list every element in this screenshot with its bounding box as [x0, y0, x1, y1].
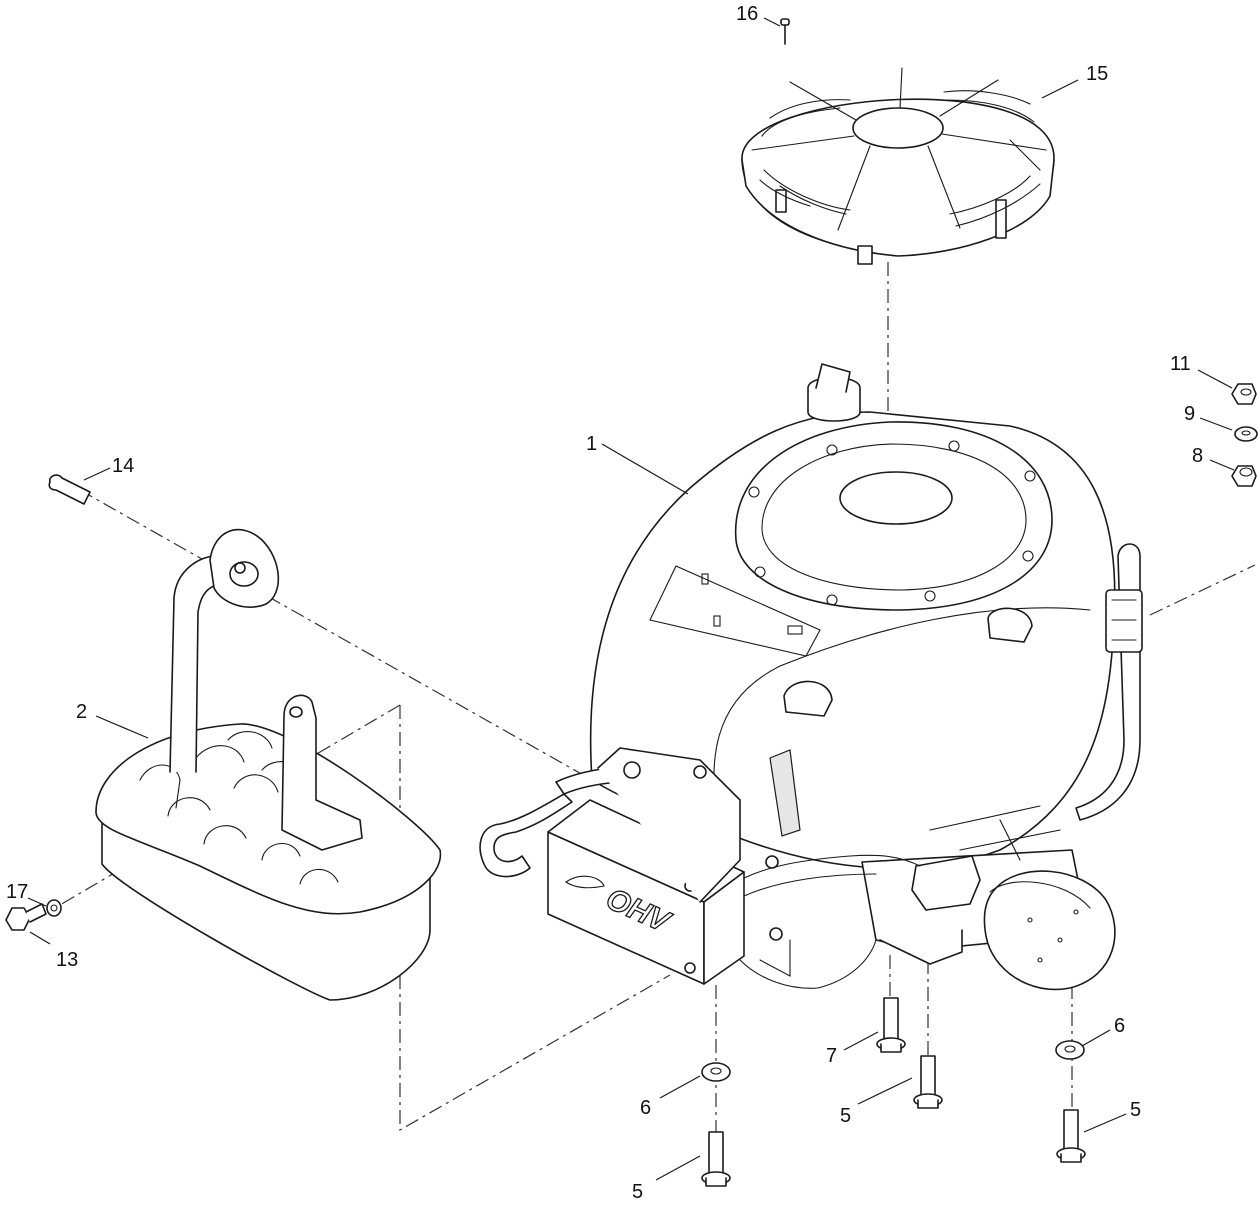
callout-15: 15	[1086, 63, 1108, 85]
callout-5-mid: 5	[840, 1105, 851, 1127]
washer-center	[701, 1062, 731, 1082]
callout-1: 1	[586, 433, 597, 455]
washer-right	[1055, 1040, 1085, 1060]
callout-7: 7	[826, 1045, 837, 1067]
callout-14: 14	[112, 455, 134, 477]
callout-17: 17	[6, 881, 28, 903]
washer-17	[46, 899, 62, 917]
flange-bolt-center	[701, 1131, 731, 1187]
blower-screen	[741, 67, 1055, 265]
nut-11	[1231, 383, 1257, 405]
callout-16: 16	[736, 3, 758, 25]
bolt-7	[876, 997, 906, 1053]
muffler	[95, 528, 442, 1001]
callout-6-right: 6	[1114, 1015, 1125, 1037]
engine: OHV	[479, 363, 1143, 991]
bolt-13	[5, 903, 47, 931]
callout-11: 11	[1170, 353, 1191, 375]
callout-8: 8	[1192, 445, 1203, 467]
callout-2: 2	[76, 701, 87, 723]
bolt-14	[48, 474, 91, 505]
flange-bolt-mid	[913, 1055, 943, 1109]
leader-lines	[27, 17, 1235, 1181]
callouts: 1 2 5 5 5 6 6 7 8 9 11 13 14 15 16 17	[6, 3, 1203, 1203]
flange-bolt-right	[1056, 1109, 1086, 1163]
callout-6-center: 6	[640, 1097, 651, 1119]
callout-9: 9	[1184, 403, 1195, 425]
callout-13: 13	[56, 949, 78, 971]
screw	[780, 18, 790, 45]
callout-5-right: 5	[1130, 1099, 1141, 1121]
nut-8	[1231, 465, 1257, 487]
washer-9	[1234, 426, 1258, 442]
callout-5-center: 5	[632, 1181, 643, 1203]
